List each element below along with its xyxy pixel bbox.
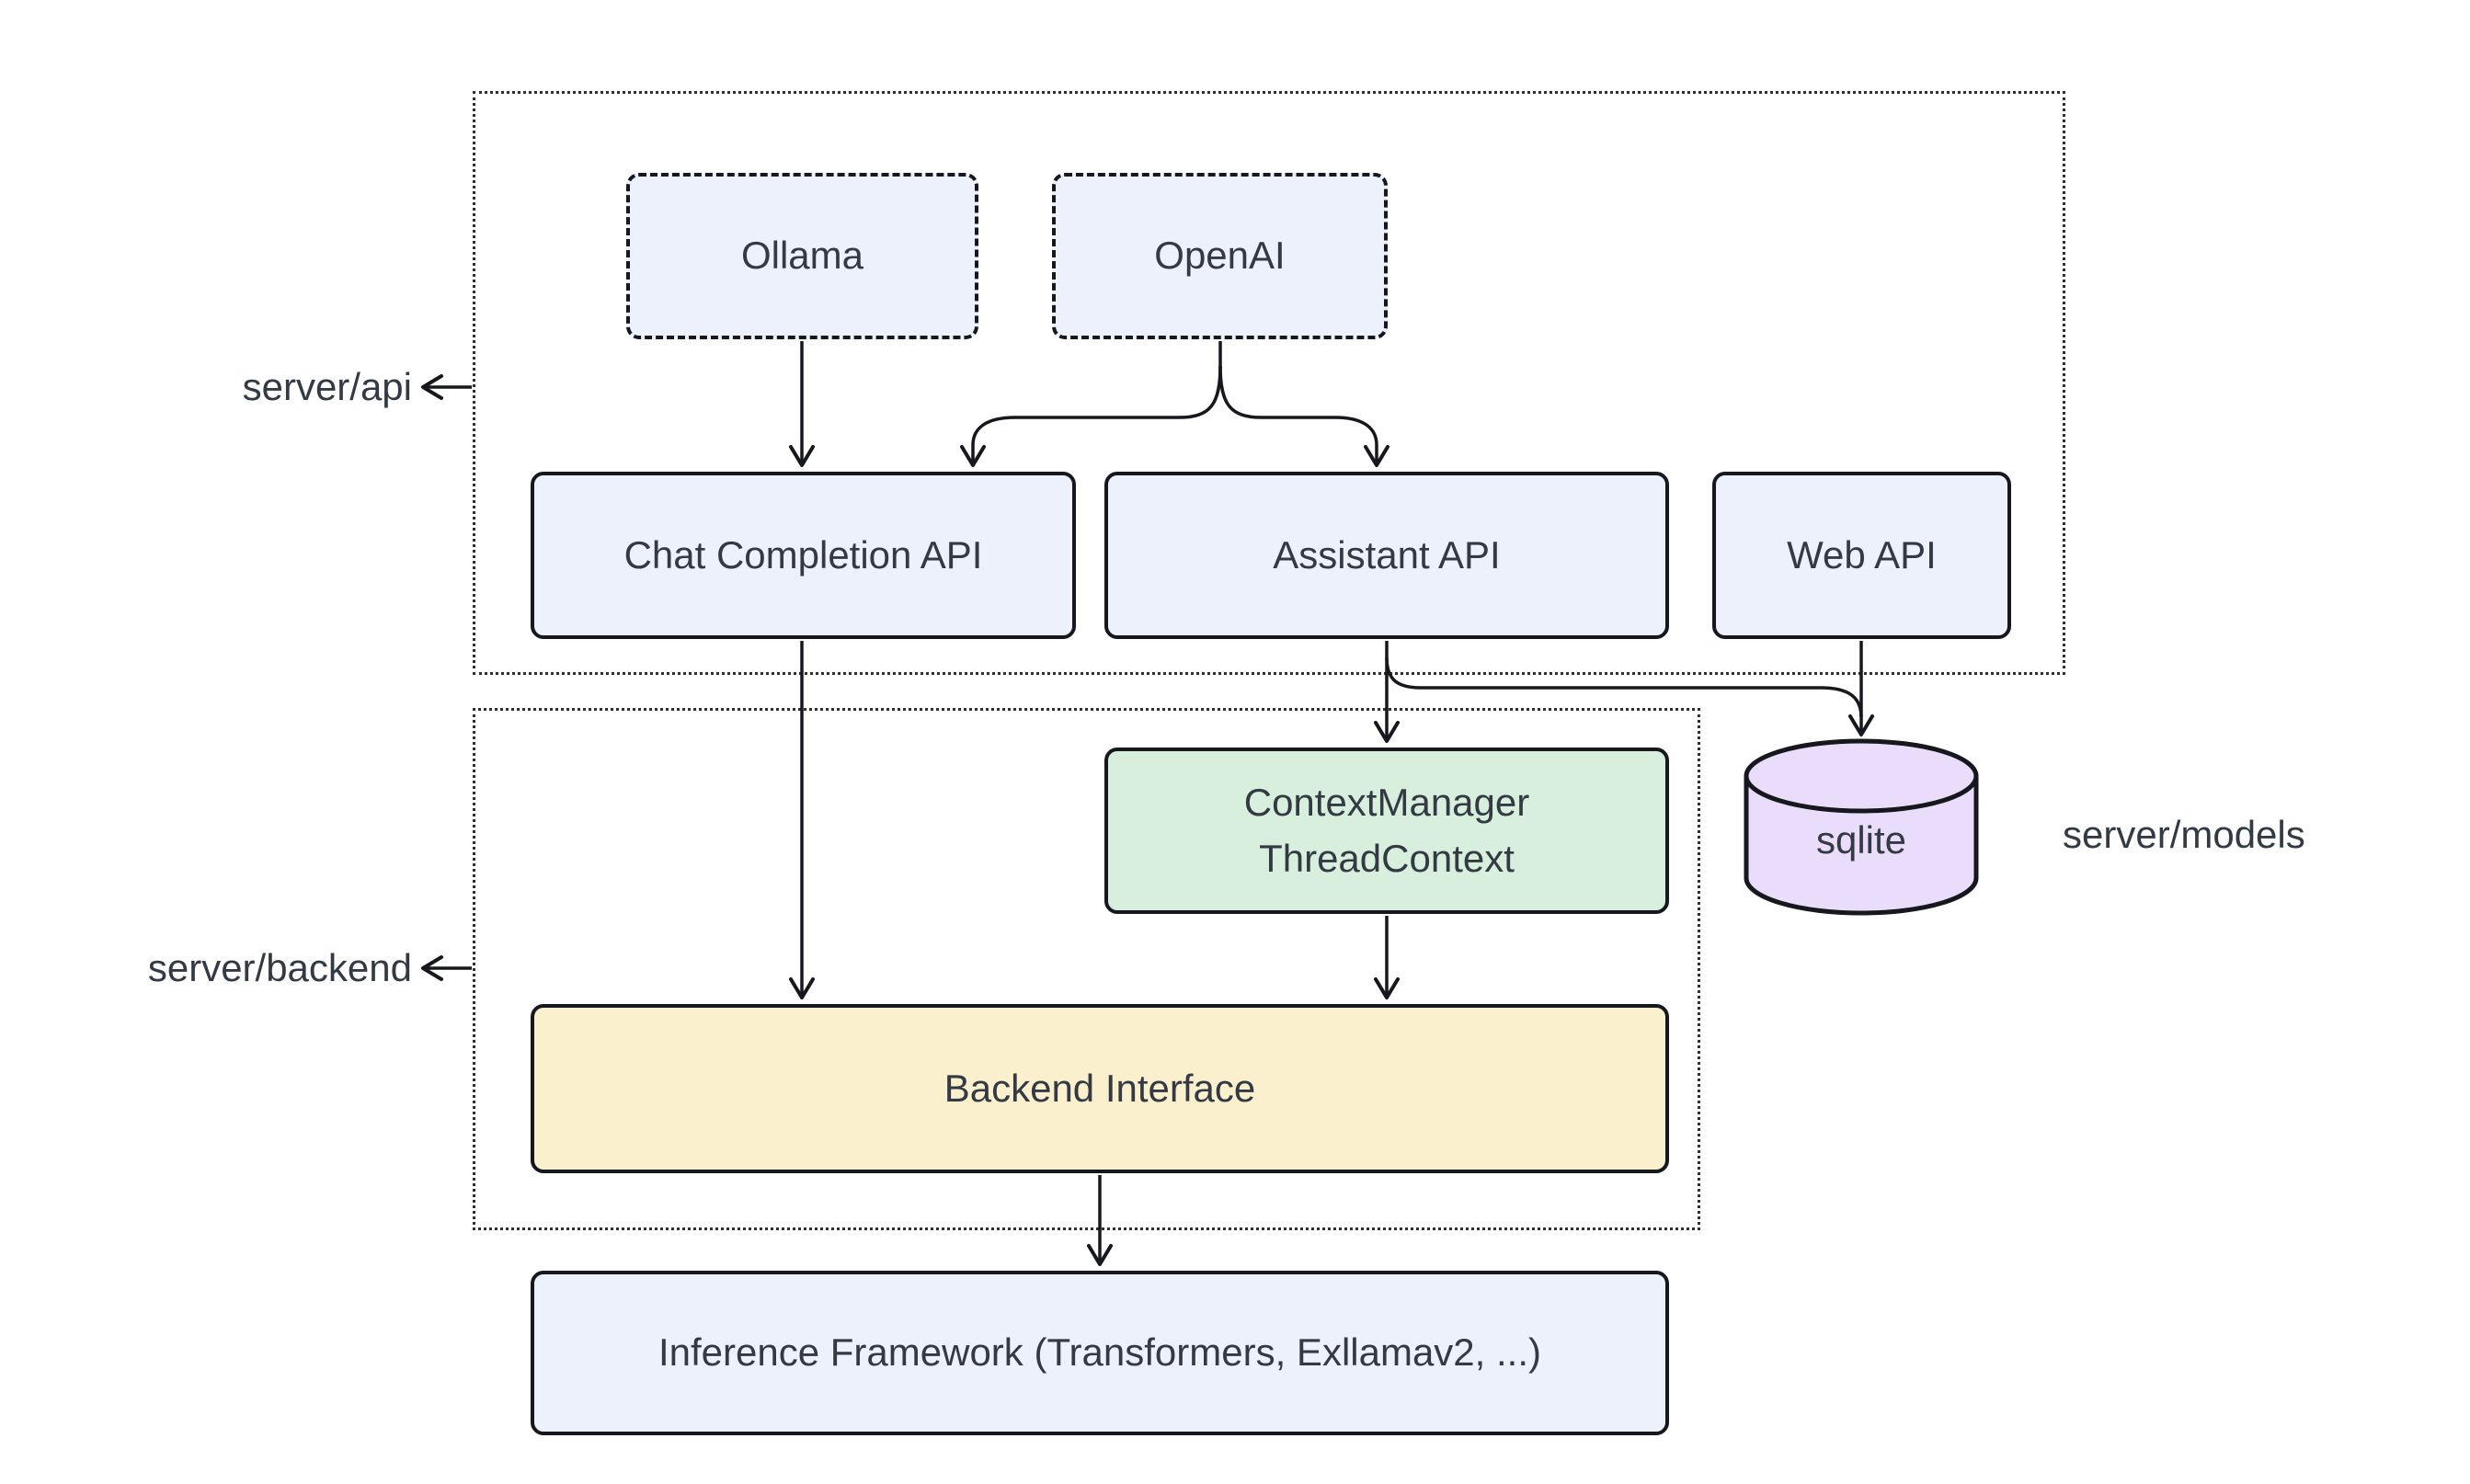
server-models-label: server/models bbox=[2063, 813, 2305, 856]
node-openai: OpenAI bbox=[1052, 173, 1388, 339]
server-api-container bbox=[473, 91, 2065, 675]
sqlite-label: sqlite bbox=[1815, 818, 1907, 862]
node-sqlite-database: sqlite bbox=[1743, 737, 1980, 919]
node-ollama: Ollama bbox=[626, 173, 978, 339]
server-api-container-label: server/api bbox=[242, 365, 412, 408]
server-backend-container-label: server/backend bbox=[147, 946, 412, 989]
database-cylinder-icon bbox=[1744, 738, 1979, 916]
node-chat-completion-api: Chat Completion API bbox=[531, 472, 1076, 639]
node-inference-framework: Inference Framework (Transformers, Exlla… bbox=[531, 1271, 1669, 1435]
node-backend-interface: Backend Interface bbox=[531, 1004, 1669, 1173]
node-context-manager: ContextManager ThreadContext bbox=[1104, 748, 1669, 914]
node-assistant-api: Assistant API bbox=[1104, 472, 1669, 639]
server-backend-container bbox=[473, 708, 1700, 1230]
node-web-api: Web API bbox=[1712, 472, 2011, 639]
